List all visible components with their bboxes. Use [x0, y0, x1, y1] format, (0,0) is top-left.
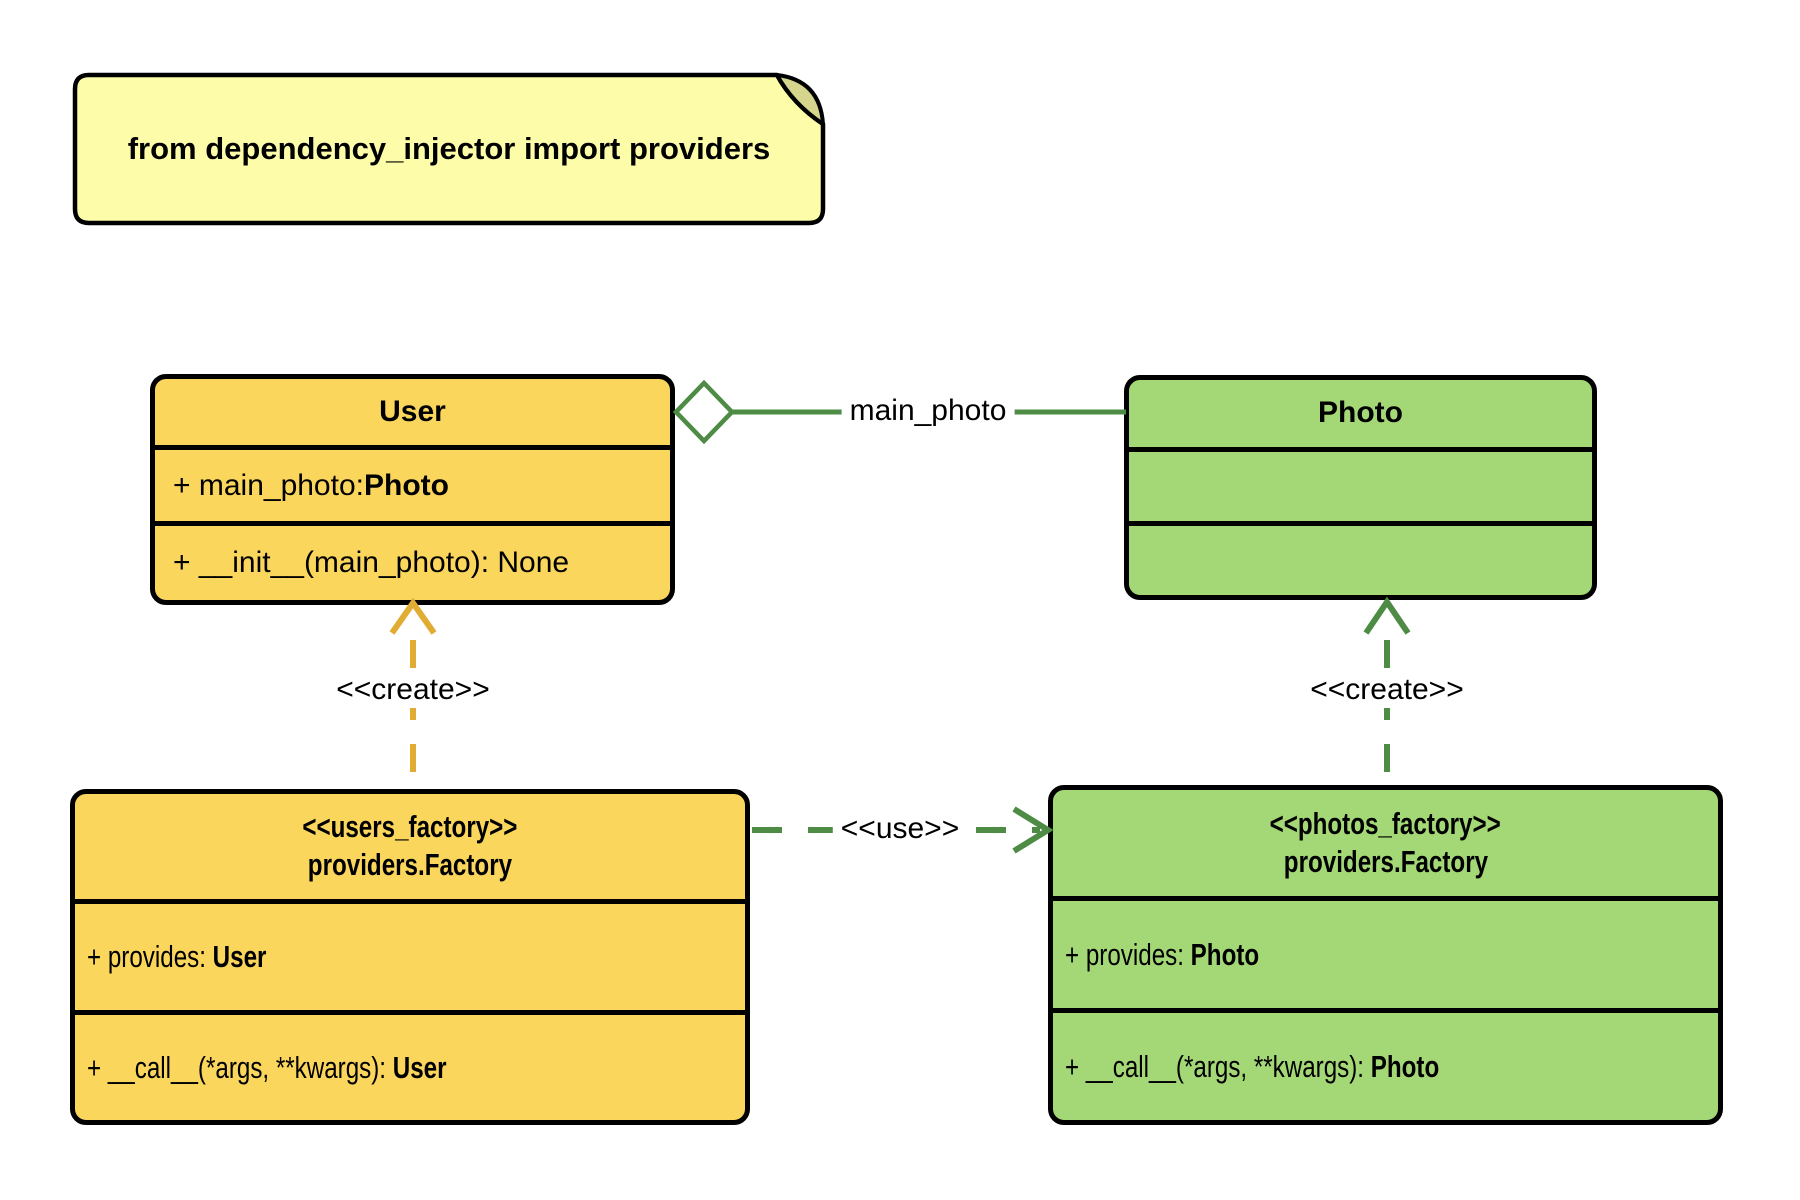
stereotype-label: <<users_factory>>: [302, 809, 518, 845]
class-photo-title: Photo: [1318, 396, 1403, 430]
create-left-arrowhead-icon: [389, 597, 437, 635]
stereotype-label: <<photos_factory>>: [1269, 805, 1502, 841]
class-photos-factory-attribute: + provides: Photo: [1053, 895, 1718, 1009]
class-users-factory-method: + __call__(*args, **kwargs): User: [75, 1010, 745, 1120]
class-photo-attribute-empty: [1129, 446, 1592, 522]
attribute-type: Photo: [1190, 936, 1260, 972]
factory-title: providers.Factory: [1283, 843, 1488, 879]
class-photos-factory-method: + __call__(*args, **kwargs): Photo: [1053, 1008, 1718, 1120]
class-photos-factory-title: <<photos_factory>> providers.Factory: [1053, 790, 1718, 896]
class-users-factory-attribute: + provides: User: [75, 898, 745, 1011]
class-user-attribute: + main_photo: Photo: [155, 444, 670, 522]
method-text: + __call__(*args, **kwargs):: [87, 1049, 393, 1085]
class-photo: Photo: [1124, 375, 1597, 600]
attribute-text: + provides:: [1065, 936, 1191, 972]
aggregation-diamond-icon: [672, 379, 736, 445]
attribute-text: + main_photo:: [173, 468, 364, 502]
attribute-text: + provides:: [87, 939, 213, 974]
aggregation-label: main_photo: [841, 393, 1015, 429]
use-label: <<use>>: [832, 811, 968, 847]
attribute-type: User: [212, 939, 267, 974]
class-user-method: + __init__(main_photo): None: [155, 521, 670, 600]
method-type: User: [392, 1049, 447, 1085]
create-right-arrowhead-icon: [1363, 596, 1411, 635]
class-photo-method-empty: [1129, 521, 1592, 595]
attribute-type: Photo: [363, 468, 449, 502]
class-user-title: User: [379, 394, 446, 428]
create-right-label: <<create>>: [1302, 672, 1472, 708]
method-text: + __init__(main_photo): None: [173, 546, 570, 580]
create-left-label: <<create>>: [328, 672, 498, 708]
method-text: + __call__(*args, **kwargs):: [1065, 1048, 1371, 1084]
note-text: from dependency_injector import provider…: [127, 131, 771, 166]
class-user: User + main_photo: Photo + __init__(main…: [150, 374, 675, 605]
class-photos-factory: <<photos_factory>> providers.Factory + p…: [1048, 785, 1723, 1125]
method-type: Photo: [1370, 1048, 1440, 1084]
class-users-factory-title: <<users_factory>> providers.Factory: [75, 794, 745, 899]
factory-title: providers.Factory: [307, 847, 513, 883]
use-arrowhead-icon: [1012, 806, 1054, 854]
class-users-factory: <<users_factory>> providers.Factory + pr…: [70, 789, 750, 1125]
